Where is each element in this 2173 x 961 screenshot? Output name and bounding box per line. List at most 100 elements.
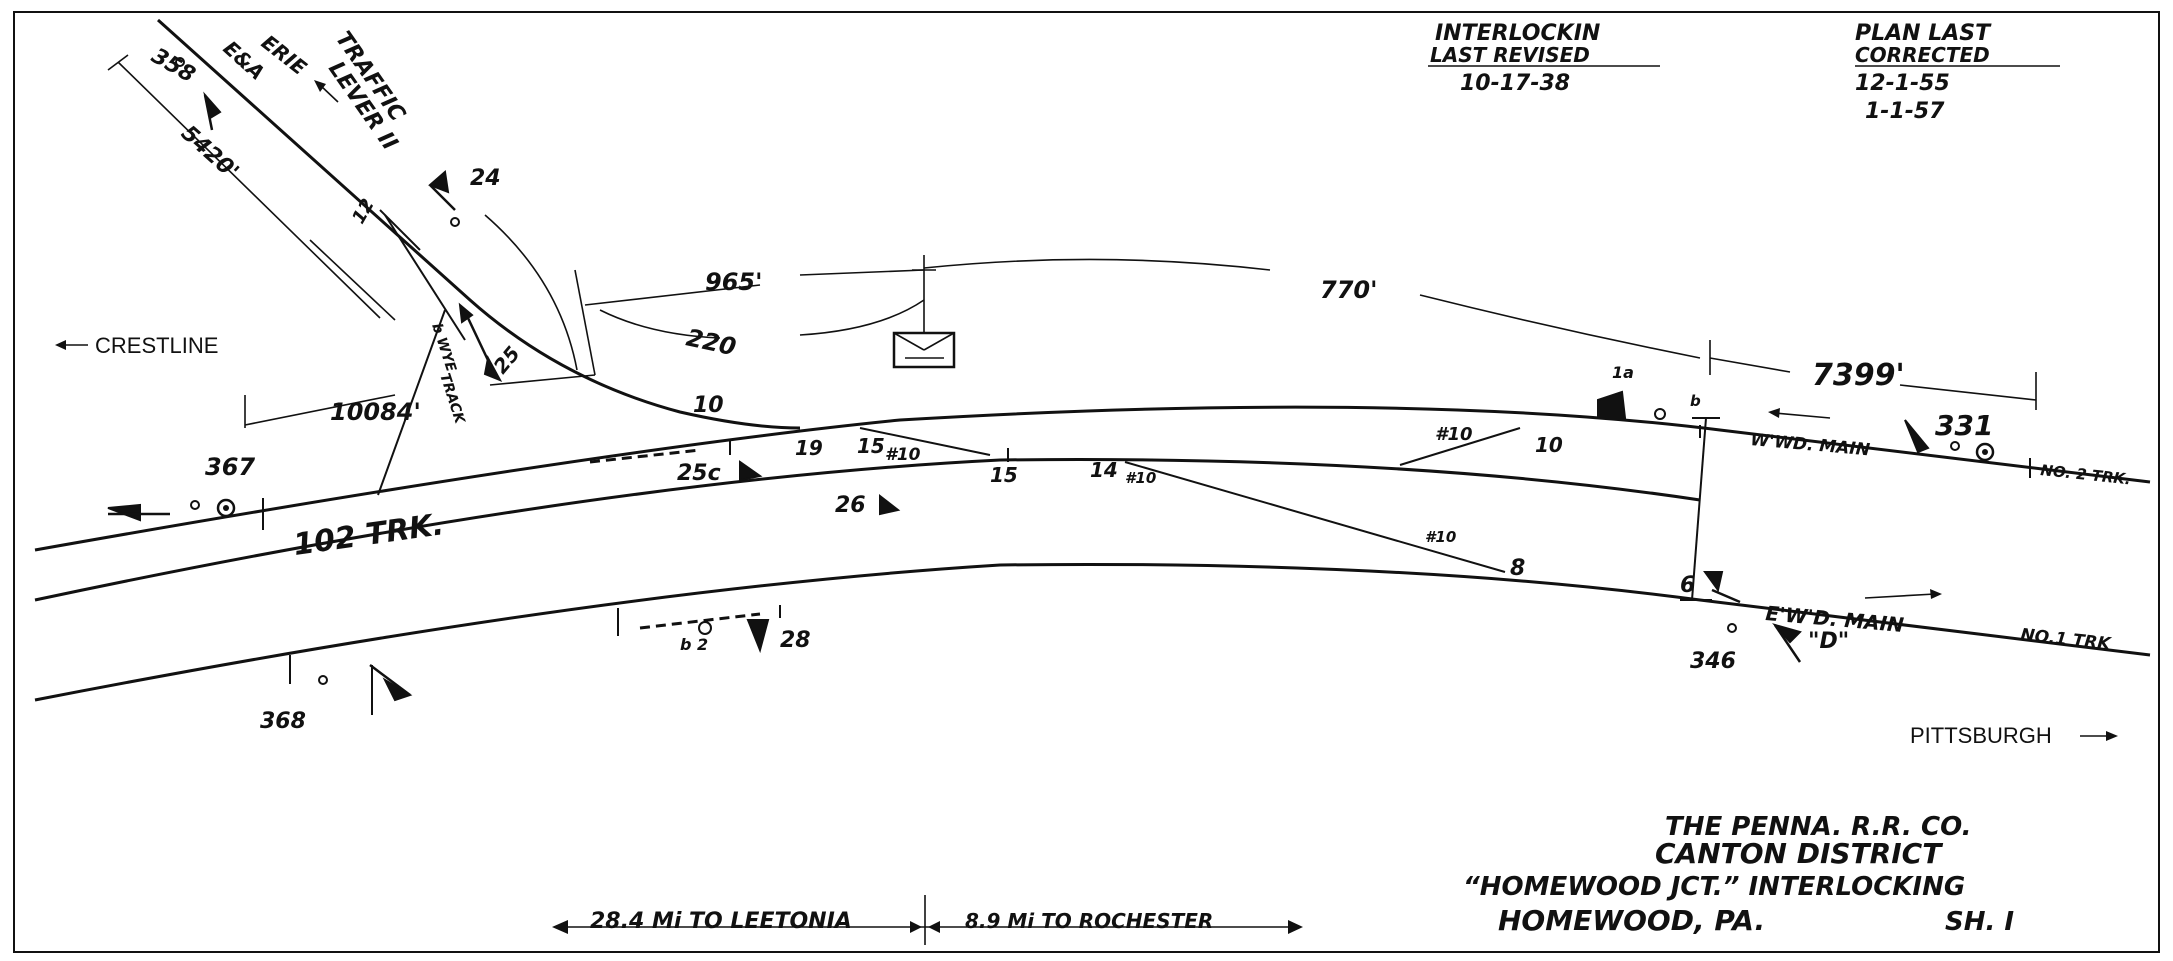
signal-368 bbox=[318, 664, 413, 715]
direction-pittsburgh: PITTSBURGH bbox=[1910, 723, 2052, 748]
signal-label-368: 368 bbox=[260, 709, 306, 734]
mileage-arrow-left bbox=[552, 920, 568, 934]
insulated-joints bbox=[262, 425, 2031, 684]
dim-770 bbox=[923, 258, 1701, 359]
mileage-arrow-right bbox=[1288, 920, 1303, 934]
switch-label-10a: 10 bbox=[693, 393, 724, 418]
arrow-wwd-head bbox=[1768, 408, 1780, 418]
dim-tick-a bbox=[489, 374, 596, 386]
interlocking-tower bbox=[892, 255, 956, 369]
switch-label-10b: #10 bbox=[885, 445, 921, 465]
dim-220 bbox=[599, 299, 925, 339]
signal-331 bbox=[1904, 419, 1995, 462]
signal-label-D: "D" bbox=[1808, 629, 1849, 654]
plan-title: PLAN LAST bbox=[1855, 21, 1992, 46]
switch-label-10e: 10 bbox=[1535, 433, 1563, 457]
arrow-ewd bbox=[1864, 593, 1936, 599]
title-block-line3: “HOMEWOOD JCT.” INTERLOCKING bbox=[1463, 872, 1965, 902]
track-102-lower-rail bbox=[34, 458, 1701, 602]
signal-25c bbox=[739, 460, 763, 482]
signal-1a bbox=[1597, 390, 1666, 420]
dim-5420 bbox=[117, 61, 381, 319]
dim-220-tick bbox=[574, 269, 596, 376]
signal-label-26: 26 bbox=[835, 493, 866, 518]
erie-label: ERIE bbox=[257, 30, 312, 80]
dim-7399 bbox=[1709, 357, 1791, 373]
mileage-mid-arrow-r bbox=[928, 921, 940, 933]
switch-label-10f: #10 bbox=[1425, 528, 1456, 546]
signal-label-367: 367 bbox=[205, 453, 255, 481]
signal-label-1b: b bbox=[1690, 392, 1701, 410]
mileage-rochester: 8.9 Mi TO ROCHESTER bbox=[965, 909, 1213, 933]
distance-965: 965' bbox=[705, 268, 762, 296]
arrow-ewd-head bbox=[1930, 589, 1942, 599]
switch-label-12: 12 bbox=[348, 195, 379, 227]
last-revised-label: LAST REVISED bbox=[1430, 43, 1590, 67]
title-block-line4: HOMEWOOD, PA. bbox=[1498, 904, 1765, 937]
wye-label: b WYE bbox=[428, 321, 459, 374]
signal-D bbox=[1727, 623, 1802, 663]
dashed-section-lower bbox=[639, 612, 761, 630]
dim-10084-tick bbox=[309, 239, 396, 321]
switch-label-10d: #10 bbox=[1435, 424, 1473, 445]
mileage-leetonia: 28.4 Mi TO LEETONIA bbox=[590, 909, 852, 934]
signal-label-28: 28 bbox=[780, 628, 811, 653]
no1-track-label: NO.1 TRK bbox=[2019, 625, 2113, 655]
direction-crestline: CRESTLINE bbox=[95, 333, 218, 358]
distance-10084: 10084' bbox=[330, 398, 421, 426]
signal-label-25c: 25c bbox=[677, 461, 721, 486]
dim-965-b bbox=[799, 269, 925, 276]
signal-label-1a: 1a bbox=[1612, 363, 1634, 382]
corrected-date-1: 12-1-55 bbox=[1855, 71, 1950, 96]
arrow-erie-head bbox=[314, 80, 326, 92]
signal-label-331: 331 bbox=[1935, 409, 1993, 442]
no2-track-label: NO. 2 TRK. bbox=[2040, 461, 2132, 488]
ewd-main-track bbox=[34, 562, 2151, 702]
crossover-14-8 bbox=[1124, 461, 1506, 573]
signal-26 bbox=[879, 493, 901, 516]
title-block-sheet: SH. I bbox=[1945, 907, 2014, 937]
arrow-pittsburgh-head bbox=[2106, 731, 2118, 741]
switch-label-19: 19 bbox=[795, 436, 823, 460]
signal-358 bbox=[175, 57, 222, 131]
wye-track-lower bbox=[377, 309, 446, 496]
title-block-line2: CANTON DISTRICT bbox=[1655, 837, 1943, 870]
crossover-vertical bbox=[1691, 417, 1707, 601]
dim-965-a bbox=[584, 284, 761, 306]
crossover-10-right bbox=[1399, 427, 1521, 466]
wye-track-leg bbox=[384, 214, 466, 341]
track-102-label: 102 TRK. bbox=[291, 507, 446, 563]
dim-5420-tick-a bbox=[107, 54, 129, 71]
corrected-date-2: 1-1-57 bbox=[1865, 99, 1945, 124]
last-revised-date: 10-17-38 bbox=[1460, 71, 1570, 96]
distance-770: 770' bbox=[1320, 276, 1377, 304]
signal-28 bbox=[698, 619, 770, 654]
switch-label-15a: 15 bbox=[857, 434, 885, 458]
signal-label-2: b 2 bbox=[680, 635, 708, 654]
wye-track-label: TRACK bbox=[436, 371, 468, 426]
distance-7399: 7399' bbox=[1812, 358, 1905, 393]
signal-25 bbox=[458, 302, 503, 382]
track-102-upper-rail bbox=[34, 405, 2151, 552]
signal-label-6: 6 bbox=[1680, 573, 1695, 598]
switch-label-8: 8 bbox=[1510, 556, 1525, 581]
mileage-mid-arrow-l bbox=[910, 921, 922, 933]
signal-24 bbox=[428, 170, 460, 227]
switch-label-14: 14 bbox=[1090, 458, 1118, 482]
dim-7399-b bbox=[1899, 384, 2037, 401]
arrow-wwd bbox=[1774, 412, 1831, 419]
signal-label-346: 346 bbox=[1690, 649, 1736, 674]
title-block-line1: THE PENNA. R.R. CO. bbox=[1665, 812, 1971, 842]
erie-line-track bbox=[156, 18, 801, 430]
wwd-main-label: W'WD. MAIN bbox=[1750, 430, 1871, 460]
drawing-border bbox=[13, 11, 2160, 953]
interlocking-title: INTERLOCKIN bbox=[1435, 21, 1600, 46]
distance-220: 220 bbox=[684, 323, 739, 361]
arrow-crestline-head bbox=[55, 340, 66, 350]
crossover-15-10 bbox=[859, 427, 991, 456]
distance-5420: 5420' bbox=[176, 121, 243, 185]
corrected-label: CORRECTED bbox=[1855, 43, 1990, 67]
dim-965 bbox=[484, 214, 578, 371]
signal-6 bbox=[1703, 571, 1741, 604]
